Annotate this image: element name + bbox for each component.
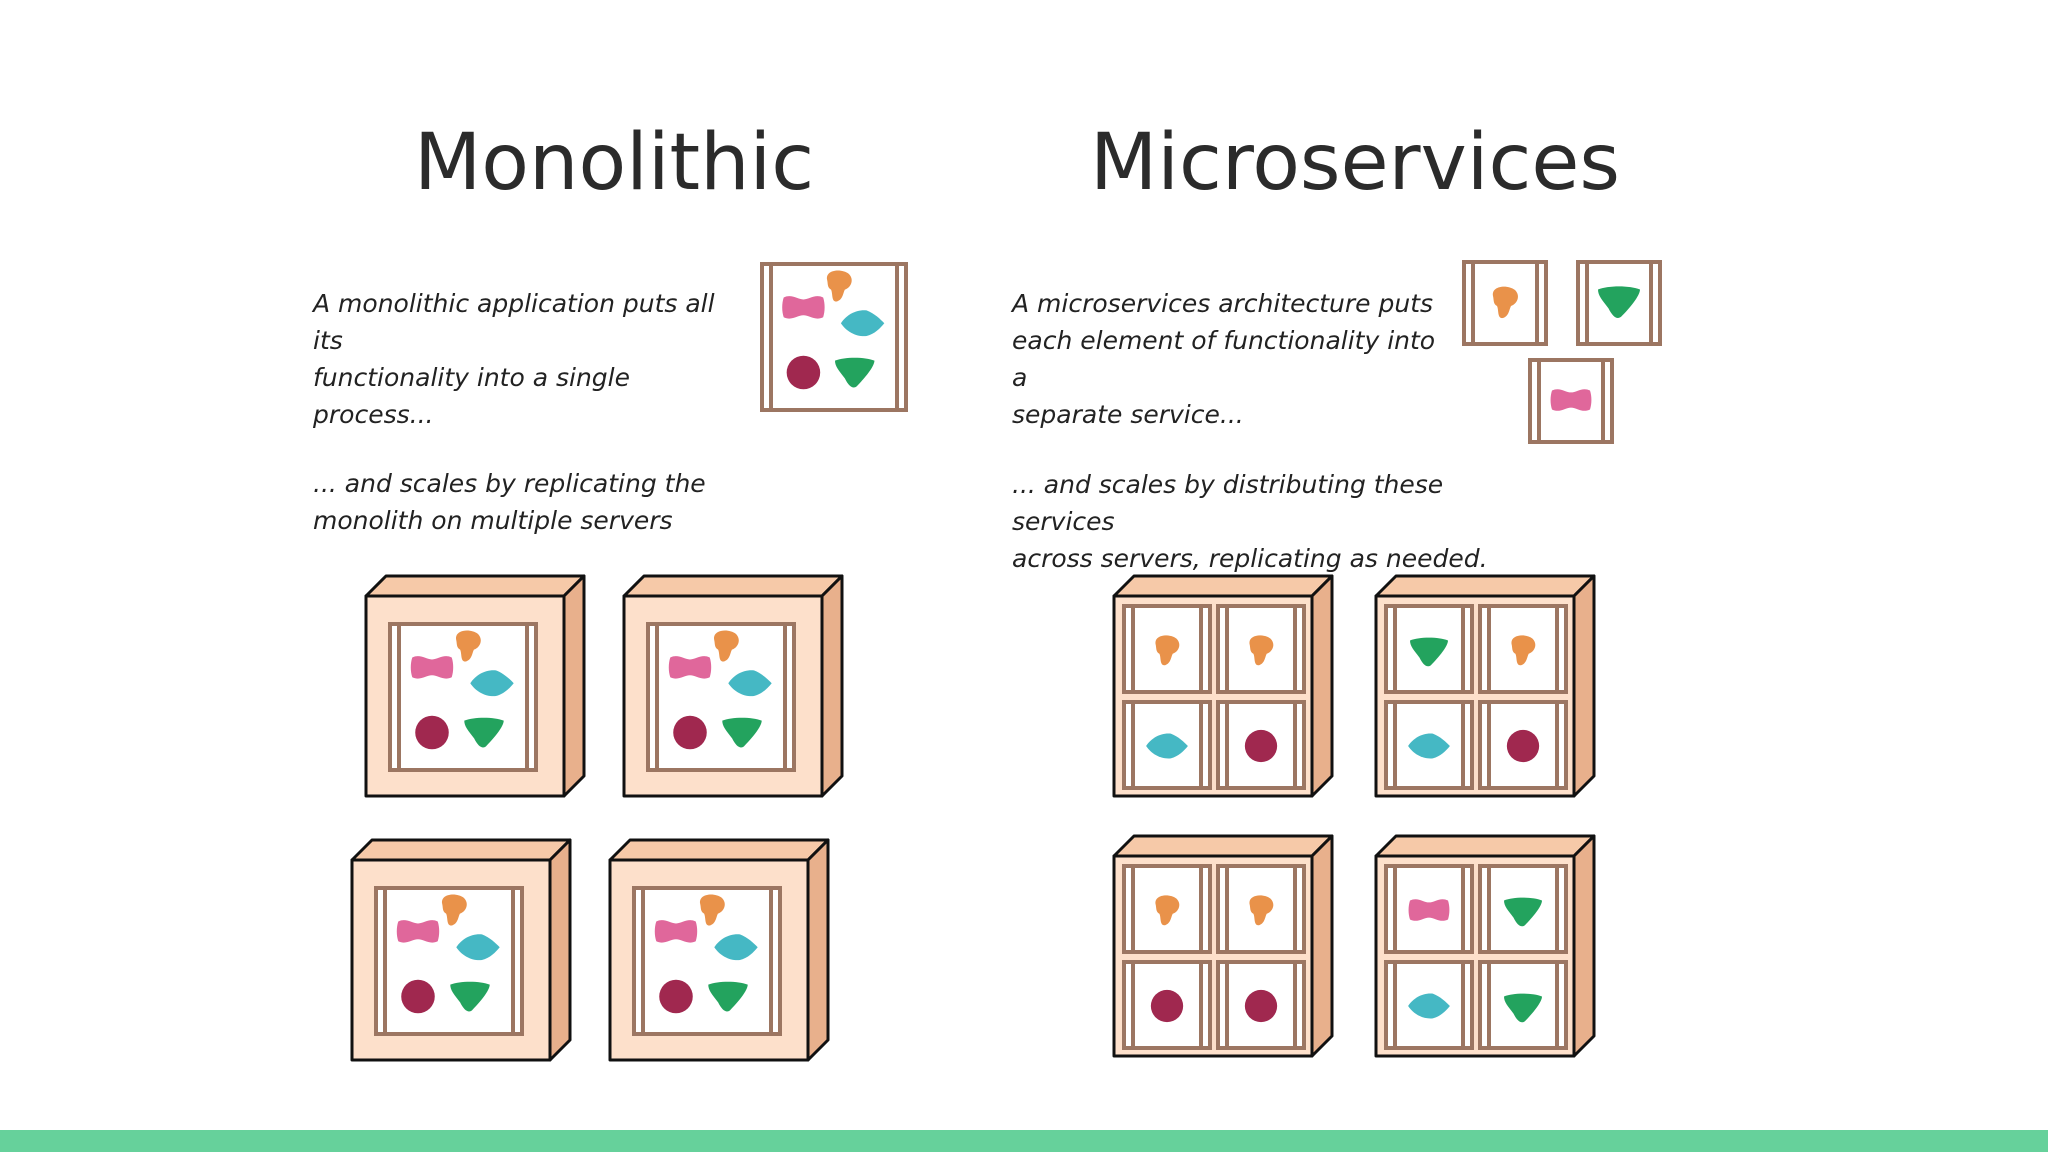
teal-shape-icon xyxy=(1408,733,1450,759)
orange-shape-icon xyxy=(441,894,467,926)
maroon-shape-icon xyxy=(401,979,435,1014)
green-shape-icon xyxy=(1598,286,1640,318)
orange-shape-icon xyxy=(1155,635,1180,666)
teal-shape-icon xyxy=(1146,733,1188,759)
green-shape-icon xyxy=(1410,637,1448,667)
service-cell-green xyxy=(1478,960,1568,1050)
pink-shape-icon xyxy=(396,920,440,943)
monolith-server-1 xyxy=(364,574,586,798)
maroon-shape-icon xyxy=(1506,729,1540,763)
pink-shape-icon xyxy=(782,296,825,319)
teal-shape-icon xyxy=(1408,993,1450,1019)
microservices-caption-separate-services: A microservices architecture puts each e… xyxy=(1012,289,1436,429)
monolith-server-4 xyxy=(608,838,830,1062)
green-shape-icon xyxy=(722,717,762,748)
green-shape-icon xyxy=(1504,897,1542,927)
orange-shape-icon xyxy=(699,894,725,926)
pink-shape-icon xyxy=(410,656,454,679)
maroon-shape-icon xyxy=(659,979,693,1014)
service-cell-maroon xyxy=(1216,700,1306,790)
teal-shape-icon xyxy=(728,670,772,697)
monolithic-title: Monolithic xyxy=(414,118,815,208)
maroon-shape-icon xyxy=(1244,989,1278,1023)
footer-accent-bar xyxy=(0,1130,2048,1152)
orange-shape-icon xyxy=(455,630,481,662)
pink-shape-icon xyxy=(1550,389,1592,411)
teal-shape-icon xyxy=(456,934,500,961)
pink-shape-icon xyxy=(668,656,712,679)
microservices-server-3 xyxy=(1112,834,1334,1058)
pink-shape-icon xyxy=(654,920,698,943)
monolith-server-2 xyxy=(622,574,844,798)
monolith-process-icon xyxy=(760,262,908,412)
microservices-server-4 xyxy=(1374,834,1596,1058)
maroon-shape-icon xyxy=(786,355,821,390)
microservices-server-2 xyxy=(1374,574,1596,798)
teal-shape-icon xyxy=(470,670,514,697)
green-shape-icon xyxy=(834,357,875,388)
monolithic-caption-single-process: A monolithic application puts all its fu… xyxy=(313,289,715,429)
monolithic-caption-scaling: ... and scales by replicating the monoli… xyxy=(313,469,706,535)
orange-shape-icon xyxy=(1155,895,1180,926)
green-shape-icon xyxy=(1504,993,1542,1023)
monolith-window-icon xyxy=(388,622,538,772)
maroon-shape-icon xyxy=(1150,989,1184,1023)
green-shape-icon xyxy=(708,981,748,1012)
green-shape-icon xyxy=(464,717,504,748)
orange-shape-icon xyxy=(1492,286,1518,319)
microservices-caption-scaling: ... and scales by distributing these ser… xyxy=(1012,470,1488,573)
service-cell-teal xyxy=(1384,700,1474,790)
teal-shape-icon xyxy=(840,310,885,337)
monolith-server-3 xyxy=(350,838,572,1062)
pink-shape-icon xyxy=(1408,899,1450,921)
service-cell-green xyxy=(1384,604,1474,694)
orange-shape-icon xyxy=(1249,895,1274,926)
maroon-shape-icon xyxy=(415,715,449,750)
monolith-window-icon xyxy=(374,886,524,1036)
microservices-title: Microservices xyxy=(1090,118,1620,208)
monolith-window-icon xyxy=(646,622,796,772)
maroon-shape-icon xyxy=(673,715,707,750)
monolith-window-icon xyxy=(632,886,782,1036)
green-shape-icon xyxy=(450,981,490,1012)
service-cell-orange xyxy=(1478,604,1568,694)
orange-shape-icon xyxy=(1511,635,1536,666)
microservices-server-1 xyxy=(1112,574,1334,798)
orange-shape-icon xyxy=(1249,635,1274,666)
orange-shape-icon xyxy=(713,630,739,662)
teal-shape-icon xyxy=(714,934,758,961)
maroon-shape-icon xyxy=(1244,729,1278,763)
orange-shape-icon xyxy=(826,270,852,302)
